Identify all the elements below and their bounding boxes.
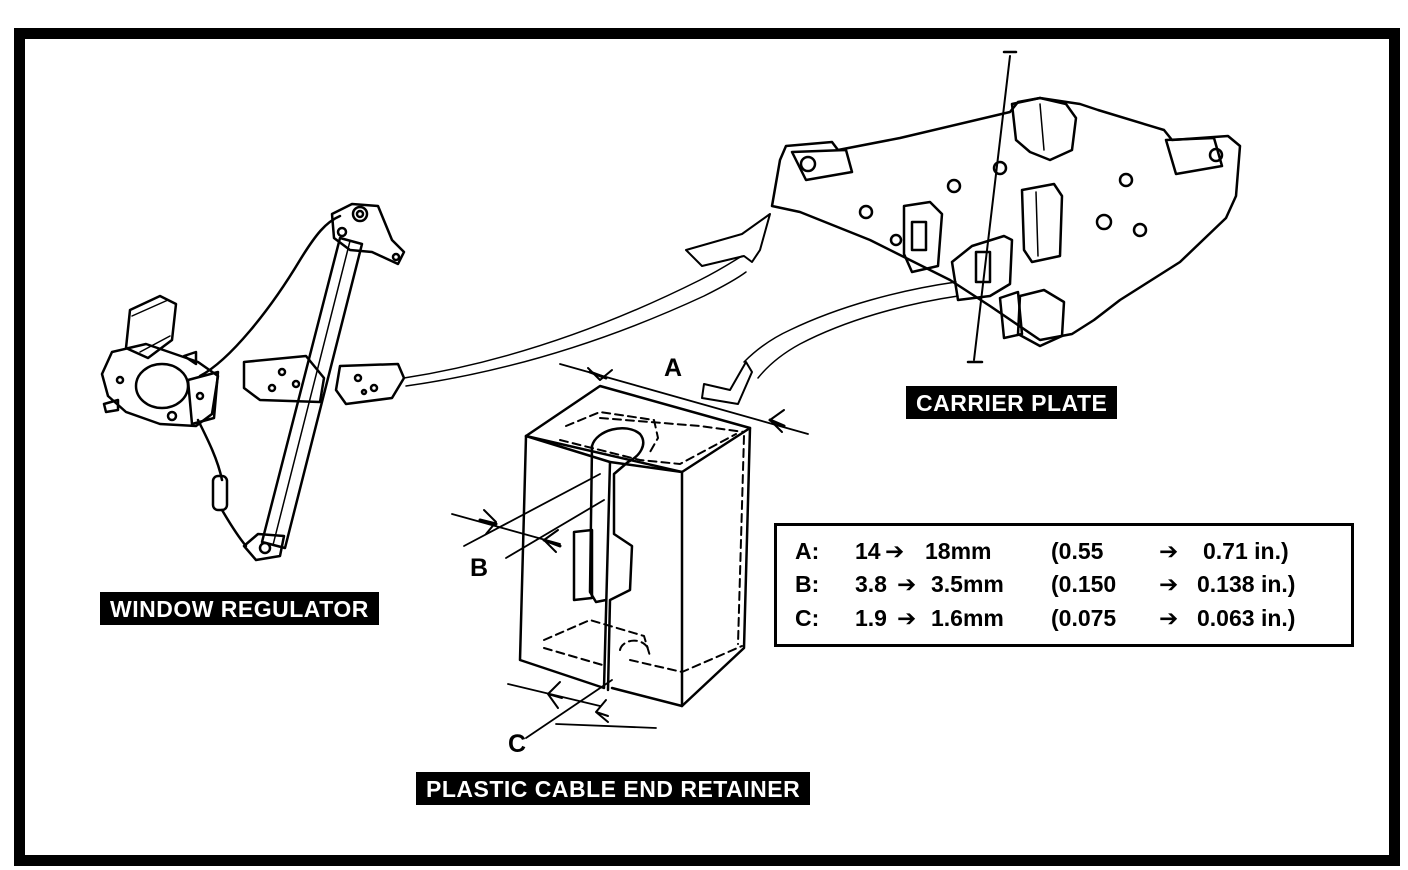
arrow-icon: ➔ (897, 605, 917, 631)
carrier-plate-drawing (743, 50, 1242, 379)
arrow-icon: ➔ (1159, 571, 1179, 597)
dimension-letter-a: A (664, 354, 683, 382)
retainer-drawing (451, 363, 809, 739)
dimension-letter-b: B (470, 554, 489, 582)
arrow-icon: ➔ (1159, 605, 1179, 631)
dimension-letter-c: C (508, 730, 527, 758)
arrow-icon: ➔ (885, 538, 905, 564)
spec-row-a-before: 14 (855, 538, 881, 564)
spec-table: A: 14 ➔ 18mm (0.55 ➔ 0.71 in.) B: 3.8 ➔ … (774, 523, 1354, 647)
retainer-label: PLASTIC CABLE END RETAINER (416, 772, 811, 805)
arrow-icon: ➔ (1159, 538, 1179, 564)
carrier-plate-label: CARRIER PLATE (906, 386, 1118, 419)
window-regulator-label: WINDOW REGULATOR (100, 592, 379, 625)
diagram-frame (14, 28, 1400, 866)
arrow-icon: ➔ (897, 571, 917, 597)
window-regulator-drawing (100, 202, 747, 562)
